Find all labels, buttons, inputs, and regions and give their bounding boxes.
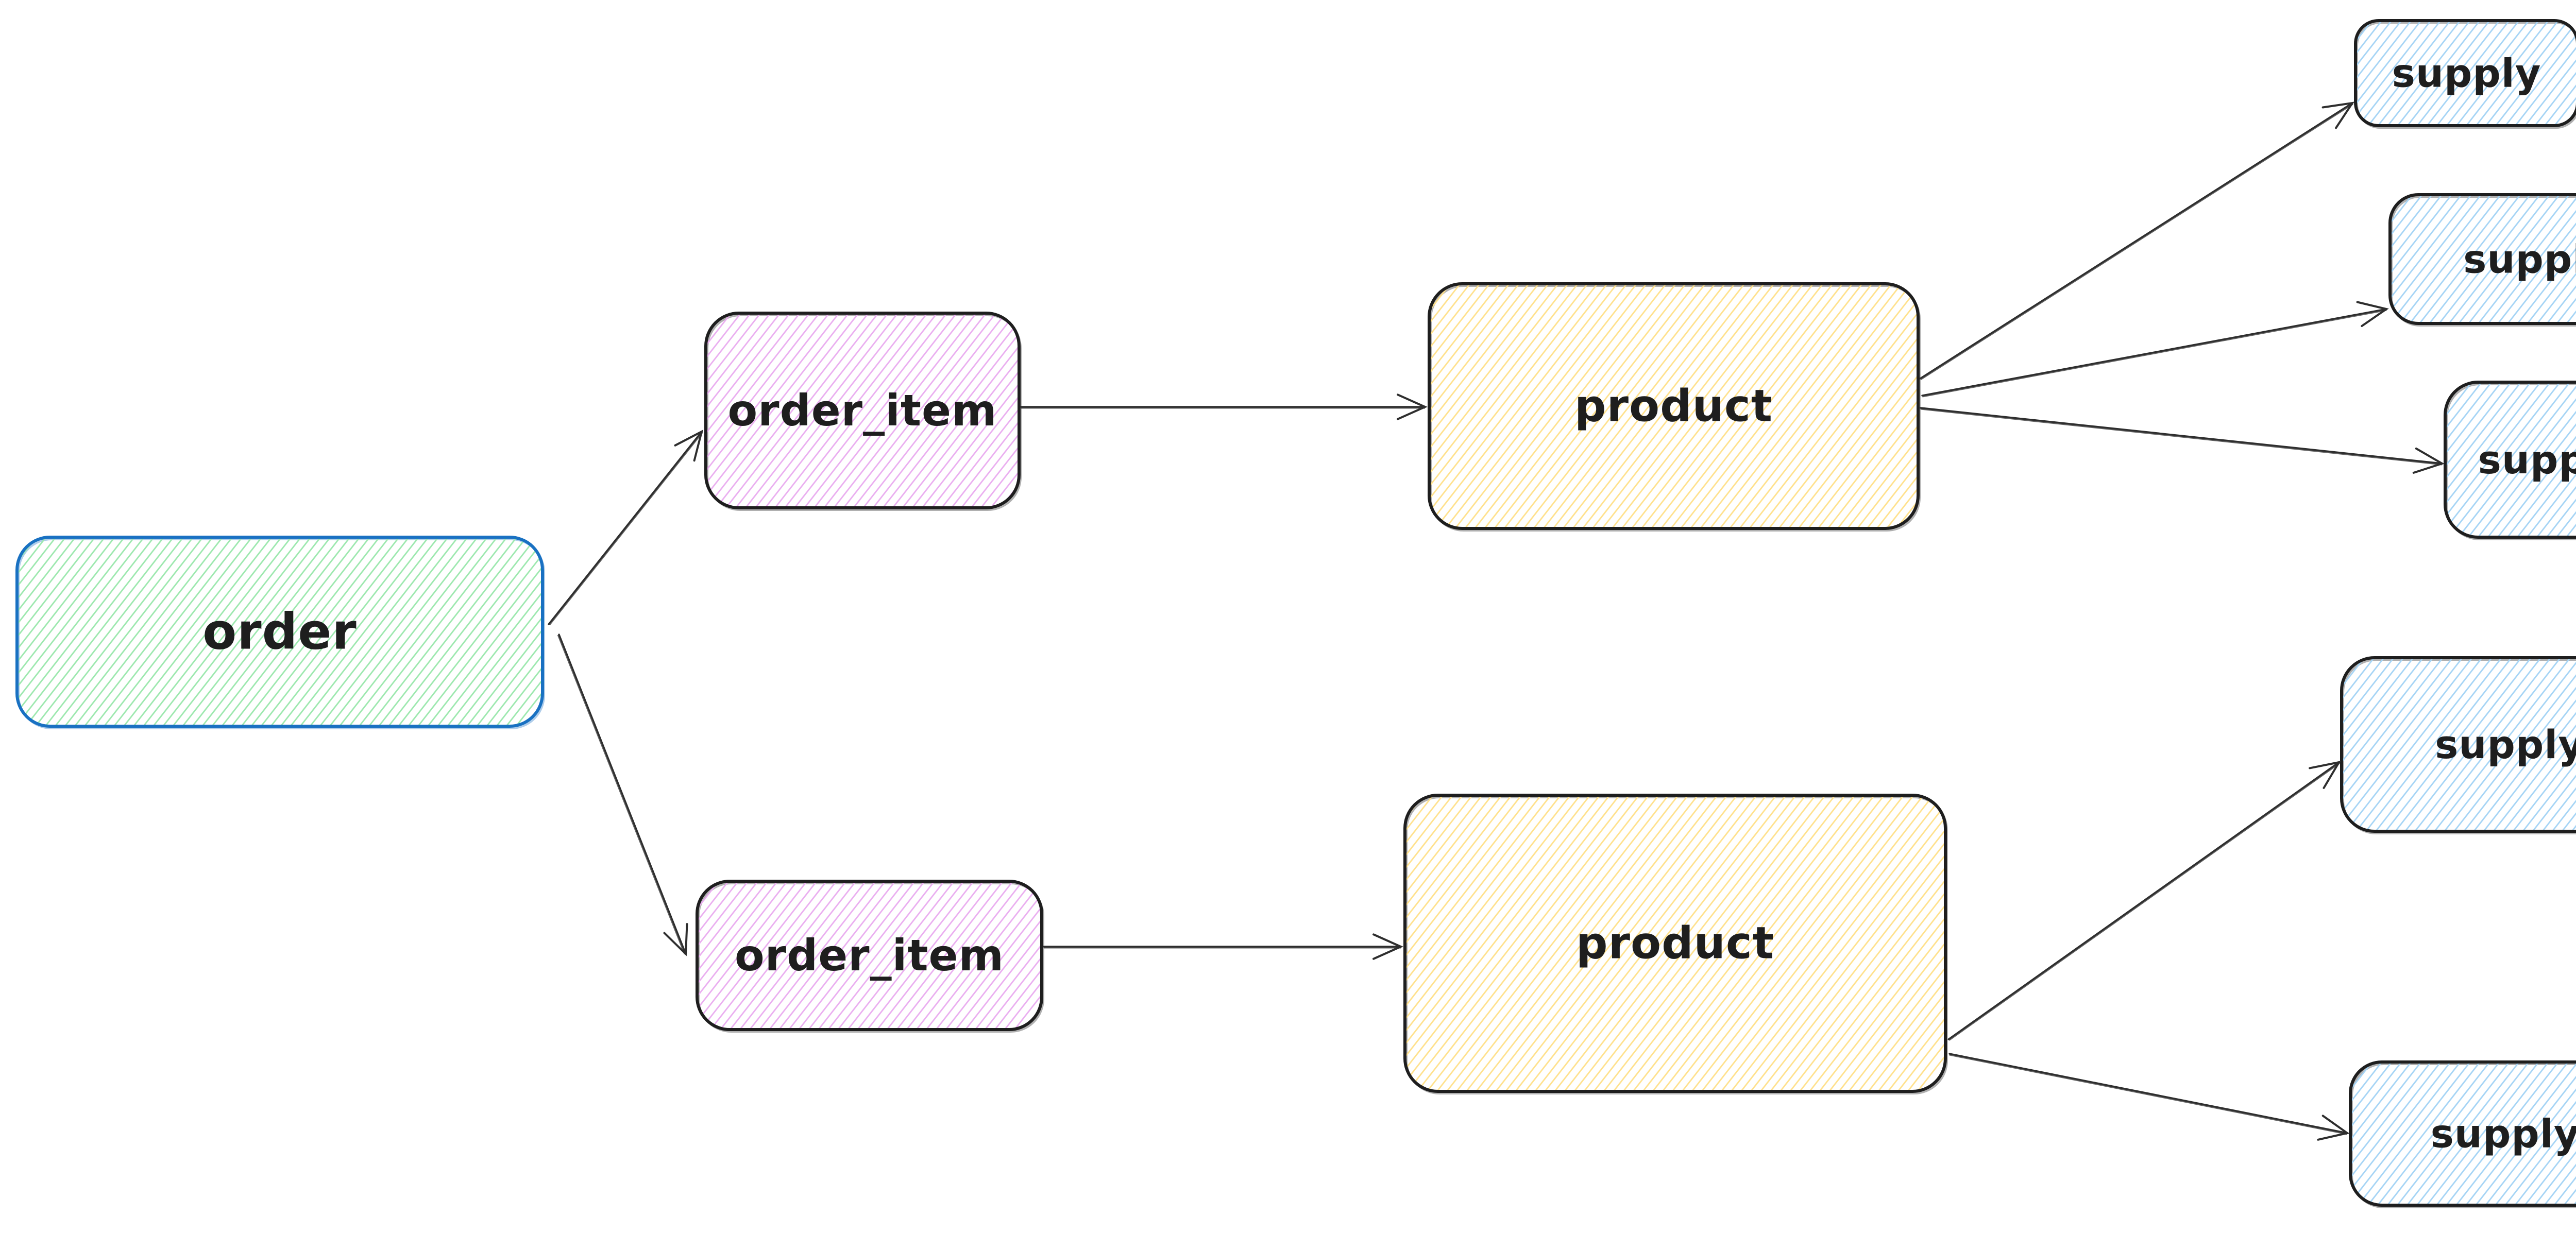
node-label: product (1576, 918, 1774, 969)
node-label: supply (2478, 437, 2576, 483)
edge-stroke-ghost (1922, 309, 2387, 398)
edge-stroke-ghost (549, 432, 703, 626)
node-supply-1[interactable]: supply (2354, 19, 2576, 129)
node-shape (704, 312, 1021, 509)
node-supply-2[interactable]: supply (2388, 193, 2576, 327)
edge-stroke (1920, 407, 2443, 465)
node-order[interactable]: order (15, 536, 545, 729)
node-supply-3[interactable]: supply (2444, 381, 2576, 540)
edge-product-1-to-supply-2[interactable] (1921, 301, 2389, 398)
node-supply-4[interactable]: supply (2340, 656, 2576, 834)
node-label: supply (2435, 722, 2576, 767)
node-product-2[interactable]: product (1403, 794, 1948, 1094)
node-supply-5[interactable]: supply (2349, 1060, 2576, 1208)
edge-order-to-order-item-2[interactable] (557, 633, 688, 956)
node-shape (2349, 1060, 2576, 1207)
node-label: order_item (727, 385, 997, 436)
node-label: supply (2463, 236, 2576, 282)
node-shape (15, 536, 544, 728)
edge-stroke (558, 633, 687, 955)
node-label: supply (2431, 1111, 2576, 1157)
edge-stroke-ghost (557, 635, 686, 955)
edge-stroke (1919, 102, 2353, 380)
arrowhead-icon (2412, 447, 2445, 474)
edge-product-1-to-supply-1[interactable] (1919, 101, 2355, 380)
arrowhead-icon (674, 430, 704, 462)
edge-stroke (1948, 1053, 2348, 1134)
edge-order-to-order-item-1[interactable] (548, 430, 704, 626)
node-shape (2444, 381, 2576, 539)
node-shape (1428, 282, 1920, 530)
node-order-item-2[interactable]: order_item (696, 880, 1044, 1033)
edge-stroke-ghost (1949, 1054, 2347, 1135)
node-label: supply (2392, 50, 2541, 96)
arrowhead-icon (2356, 301, 2389, 327)
arrowhead-icon (2317, 1115, 2350, 1141)
edge-product-2-to-supply-5[interactable] (1948, 1053, 2350, 1141)
node-label: order_item (735, 930, 1004, 981)
arrowhead-icon (2321, 101, 2355, 129)
edge-product-2-to-supply-4[interactable] (1947, 761, 2342, 1041)
node-label: product (1574, 381, 1773, 432)
node-order-item-1[interactable]: order_item (704, 312, 1022, 511)
node-shape (2354, 19, 2576, 127)
arrowhead-icon (1397, 393, 1428, 420)
arrowhead-icon (2309, 761, 2342, 789)
node-shape (2340, 656, 2576, 833)
node-shape (1403, 794, 1947, 1093)
node-product-1[interactable]: product (1428, 282, 1921, 532)
arrowhead-icon (663, 923, 688, 956)
node-shape (696, 880, 1043, 1031)
edge-stroke (1947, 761, 2340, 1040)
edge-stroke-ghost (1920, 103, 2353, 380)
arrowhead-icon (1372, 933, 1403, 960)
edge-stroke-ghost (1948, 762, 2341, 1041)
edge-order-item-2-to-product-2[interactable] (1043, 933, 1403, 960)
edge-stroke-ghost (1920, 408, 2442, 466)
edge-stroke (548, 431, 703, 625)
node-label: order (202, 603, 357, 661)
node-shape (2388, 193, 2576, 325)
edge-order-item-1-to-product-1[interactable] (1020, 393, 1428, 420)
edge-product-1-to-supply-3[interactable] (1920, 407, 2445, 474)
edge-stroke (1921, 308, 2387, 397)
